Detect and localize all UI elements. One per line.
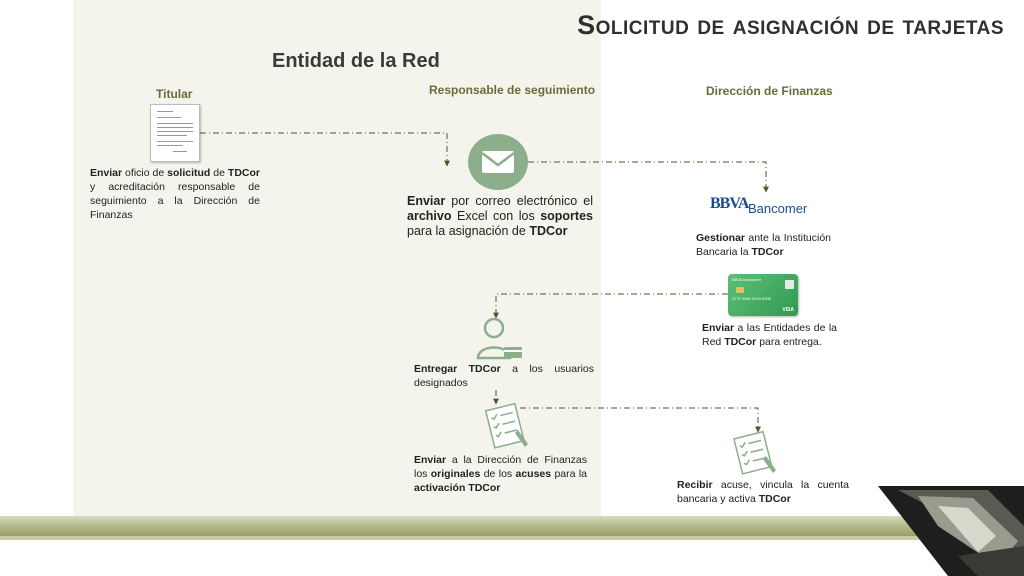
step-text-5: Entregar TDCor a los usuarios designados bbox=[414, 363, 595, 389]
card-number: 4772 0000 0000 0000 bbox=[732, 296, 771, 301]
step-text-7: Recibir acuse, vincula la cuenta bancari… bbox=[677, 479, 849, 505]
footer-band-line bbox=[0, 536, 1024, 540]
user-card-icon bbox=[476, 316, 524, 360]
step-text-1: Enviar oficio de solicitud de TDCor y ac… bbox=[90, 167, 260, 221]
checklist-icon bbox=[728, 430, 784, 476]
step-text-3: Gestionar ante la Institución Bancaria l… bbox=[696, 232, 831, 258]
bbva-logo: BBVA Bancomer bbox=[708, 195, 820, 223]
column-heading-direccion: Dirección de Finanzas bbox=[706, 84, 833, 98]
connector-5 bbox=[520, 407, 761, 433]
connector-3 bbox=[493, 293, 728, 319]
connector-2 bbox=[528, 161, 769, 193]
bbva-logo-word: Bancomer bbox=[748, 201, 808, 216]
card-network: VISA bbox=[782, 307, 794, 313]
card-brand: BBVA bancomer bbox=[732, 277, 762, 282]
document-icon bbox=[150, 104, 200, 162]
card-chip bbox=[736, 287, 744, 293]
email-icon bbox=[468, 134, 528, 190]
step-text-6: Enviar a la Dirección de Finanzas los or… bbox=[414, 454, 587, 494]
page-subtitle: Entidad de la Red bbox=[272, 50, 440, 72]
footer-band bbox=[0, 516, 1024, 536]
page-title: Solicitud de asignación de tarjetas bbox=[577, 10, 1004, 40]
checklist-icon bbox=[480, 402, 536, 450]
step-text-4: Enviar a las Entidades de la Red TDCor p… bbox=[702, 322, 837, 348]
corner-photo bbox=[878, 486, 1024, 576]
credit-card-icon: BBVA bancomer 4772 0000 0000 0000 VISA bbox=[728, 274, 798, 316]
bbva-logo-mark: BBVA bbox=[710, 195, 749, 212]
connector-1 bbox=[200, 132, 450, 167]
column-heading-responsable: Responsable de seguimiento bbox=[429, 83, 596, 97]
card-qr bbox=[785, 280, 794, 289]
step-text-2: Enviar por correo electrónico el archivo… bbox=[407, 194, 593, 238]
column-heading-titular: Titular bbox=[156, 87, 193, 101]
